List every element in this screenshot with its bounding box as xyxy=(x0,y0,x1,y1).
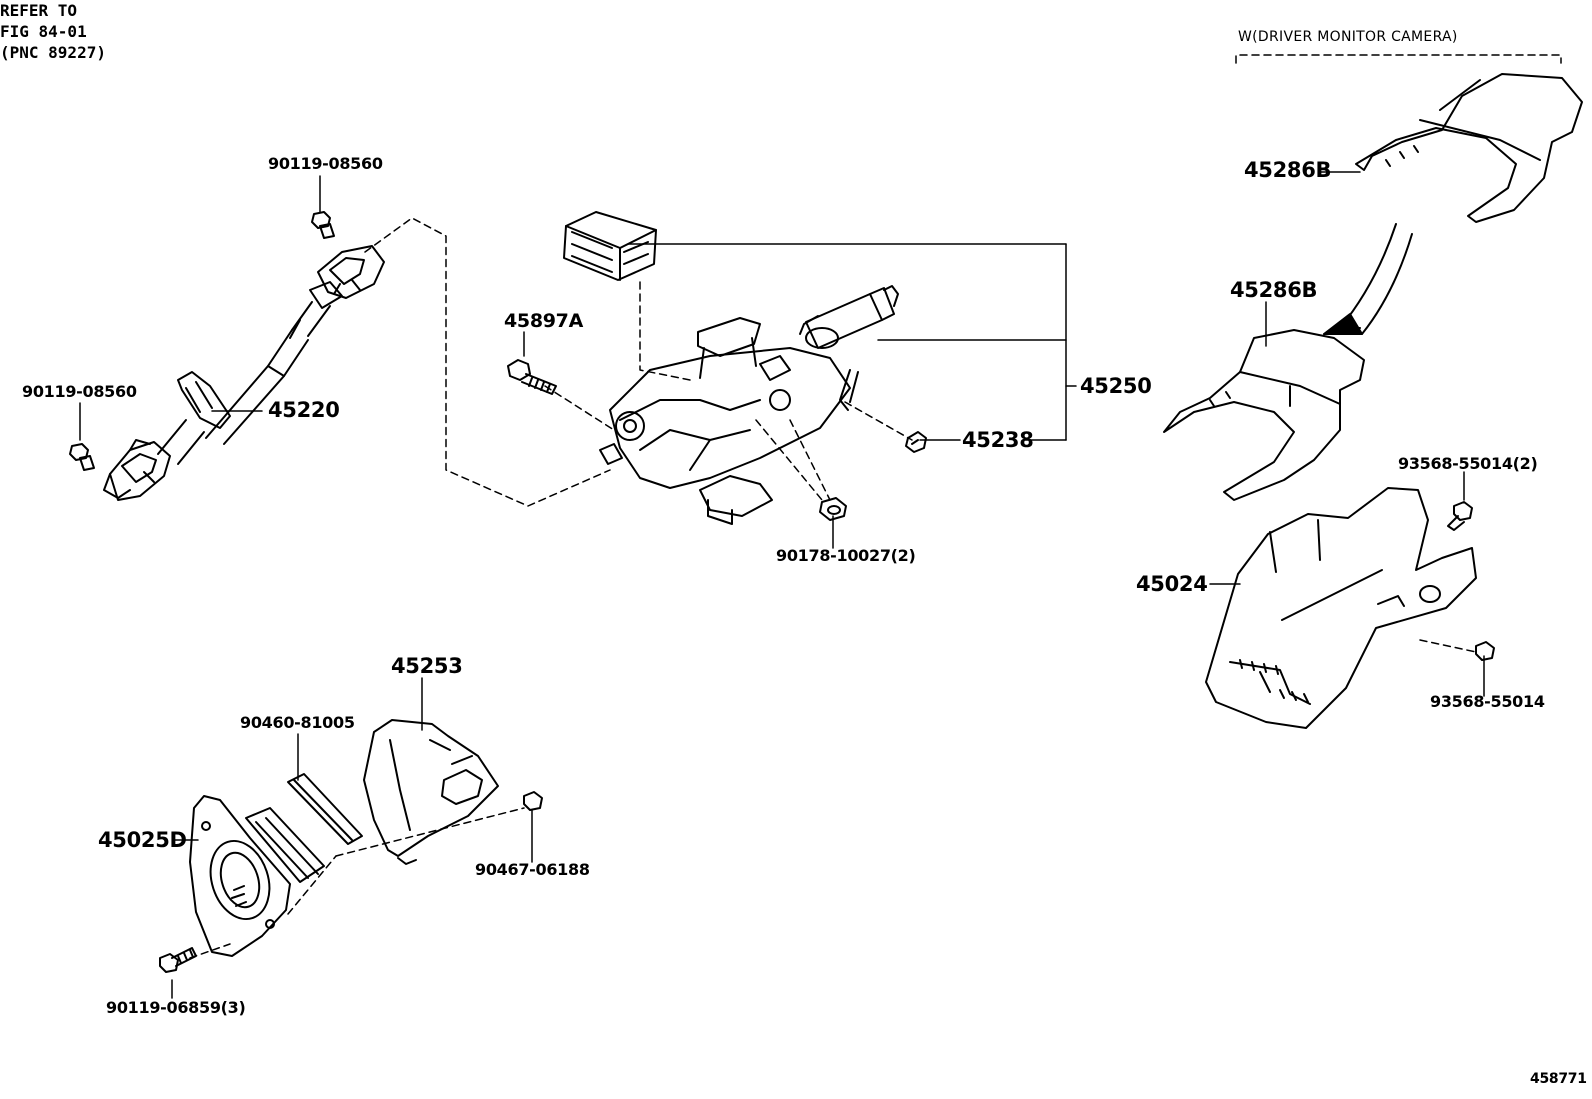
nut-90178-10027 xyxy=(819,497,847,521)
assembly-arrow xyxy=(1323,223,1413,335)
callout-45897a[interactable]: 45897A xyxy=(504,310,584,332)
column-cover-45286b-upper xyxy=(1355,73,1583,223)
group-header-driver-monitor-camera: W(DRIVER MONITOR CAMERA) xyxy=(1238,29,1458,45)
cover-45253 xyxy=(363,719,499,865)
bolt-45897a xyxy=(507,359,557,395)
callout-45024[interactable]: 45024 xyxy=(1136,572,1208,596)
column-cover-45286b-lower xyxy=(1163,329,1365,501)
steering-intermediate-shaft-45220 xyxy=(103,245,385,501)
callout-45025d[interactable]: 45025D xyxy=(98,828,187,852)
screw-93568-55014-b xyxy=(1475,641,1495,661)
callout-45238[interactable]: 45238 xyxy=(962,428,1034,452)
seal-90460-81005 xyxy=(287,773,363,845)
bolt-90119-08560-lower xyxy=(69,443,95,471)
figure-reference-number: 458771 xyxy=(1530,1071,1587,1087)
callout-45253[interactable]: 45253 xyxy=(391,654,463,678)
callout-90119-08560-lower[interactable]: 90119-08560 xyxy=(22,382,137,401)
clip-90467-06188 xyxy=(523,791,543,811)
callout-45286b-lower[interactable]: 45286B xyxy=(1230,278,1318,302)
refer-note-line-3: (PNC 89227) xyxy=(0,43,106,62)
clip-45238 xyxy=(905,431,927,453)
refer-note-line-2: FIG 84-01 xyxy=(0,22,87,41)
callout-90178-10027[interactable]: 90178-10027(2) xyxy=(776,546,916,565)
hole-cover-45025d xyxy=(189,795,325,957)
column-cover-45024 xyxy=(1205,487,1477,729)
bolt-90119-08560-upper xyxy=(311,211,335,239)
leader-lines xyxy=(79,171,1485,999)
refer-note-line-1: REFER TO xyxy=(0,1,78,20)
callout-90119-08560-upper[interactable]: 90119-08560 xyxy=(268,154,383,173)
callout-93568-55014-a[interactable]: 93568-55014(2) xyxy=(1398,454,1538,473)
ecu-module-89227 xyxy=(563,211,657,281)
callout-90467-06188[interactable]: 90467-06188 xyxy=(475,860,590,879)
callout-45250[interactable]: 45250 xyxy=(1080,374,1152,398)
callout-90119-06859[interactable]: 90119-06859(3) xyxy=(106,998,246,1017)
bolt-90119-06859 xyxy=(159,947,197,973)
refer-note: REFER TO FIG 84-01 (PNC 89227) xyxy=(0,0,1592,63)
callout-45286b-upper[interactable]: 45286B xyxy=(1244,158,1332,182)
callout-45220[interactable]: 45220 xyxy=(268,398,340,422)
screw-93568-55014-a xyxy=(1447,501,1473,531)
steering-column-assembly-45250 xyxy=(599,285,899,525)
assembly-dashed-lines xyxy=(189,54,1562,959)
callout-90460-81005[interactable]: 90460-81005 xyxy=(240,713,355,732)
callout-93568-55014-b[interactable]: 93568-55014 xyxy=(1430,692,1545,711)
